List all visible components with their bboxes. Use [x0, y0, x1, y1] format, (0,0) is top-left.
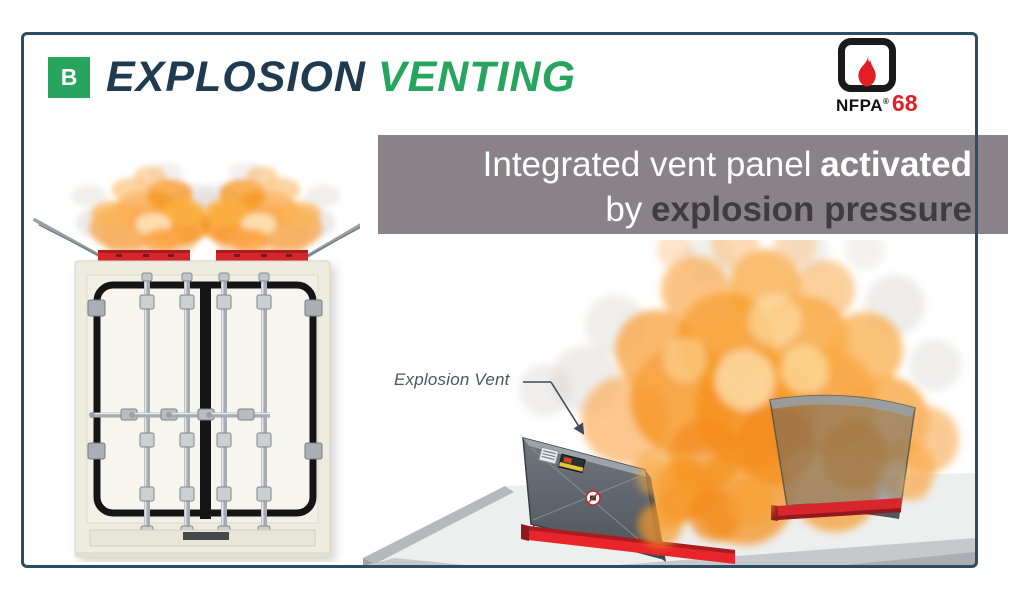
- door-hinges: [87, 299, 323, 460]
- banner-line1-regular: Integrated vent panel: [482, 145, 812, 184]
- flames-front: [637, 460, 929, 547]
- section-badge: B: [48, 57, 90, 98]
- nfpa-registered-mark: ®: [883, 97, 889, 106]
- nfpa-square-outline: [838, 38, 896, 92]
- banner-line2-bold: explosion pressure: [651, 190, 972, 229]
- explosion-vent-label: Explosion Vent: [394, 370, 510, 389]
- vent-flap-lines: [33, 218, 360, 259]
- flame-icon: [858, 56, 876, 87]
- banner-line1-bold: activated: [820, 145, 972, 184]
- door-handles: [89, 408, 270, 421]
- roof-vent-frames: [98, 250, 308, 261]
- nfpa-text: NFPA®68: [836, 90, 918, 117]
- nfpa-68-logo: NFPA®68: [836, 38, 936, 117]
- leader-line: [523, 381, 585, 435]
- banner-line2-regular: by: [605, 190, 643, 229]
- enclosure-illustration: [33, 162, 360, 558]
- nfpa-org-label: NFPA: [836, 96, 884, 115]
- title-word-venting: VENTING: [377, 53, 577, 101]
- title-word-explosion: EXPLOSION: [106, 53, 366, 101]
- enclosure-cabinet: [74, 260, 331, 558]
- rooftop-vent-illustration: [363, 240, 975, 566]
- cabinet-base: [75, 529, 330, 556]
- panel-warning-stickers: [538, 446, 586, 474]
- vent-base-left: [521, 524, 735, 564]
- nfpa-standard-number: 68: [891, 90, 918, 116]
- panel-center-seal: [585, 490, 601, 506]
